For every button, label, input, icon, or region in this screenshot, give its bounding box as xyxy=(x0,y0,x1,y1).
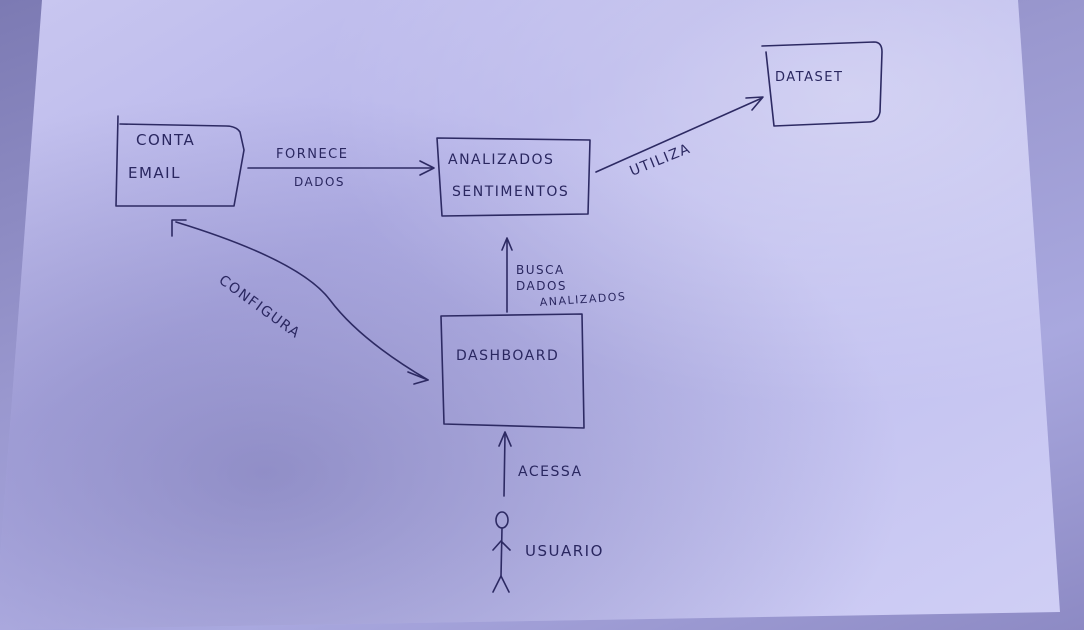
conta-email-node: CONTA EMAIL xyxy=(115,115,245,207)
actor-legs xyxy=(492,575,510,593)
dataset-node: DATASET xyxy=(761,41,883,127)
acessa-label: ACESSA xyxy=(518,464,583,480)
dashboard-node: DASHBOARD xyxy=(440,313,585,429)
usuario-actor: USUARIO xyxy=(492,511,604,593)
dataset-label: DATASET xyxy=(775,70,843,85)
dados-analizados-label-2: ANALIZADOS xyxy=(539,290,627,309)
actor-arms xyxy=(492,540,511,551)
actor-body xyxy=(500,527,503,577)
usuario-label: USUARIO xyxy=(525,542,604,560)
dashboard-label: DASHBOARD xyxy=(456,348,559,364)
dados-label: DADOS xyxy=(294,175,345,189)
edge-acessa: ACESSA xyxy=(498,431,583,497)
conta-email-label-line1: CONTA xyxy=(136,131,195,149)
busca-label: BUSCA xyxy=(516,263,565,277)
fornece-label: FORNECE xyxy=(276,147,348,162)
analizador-label-line2: SENTIMENTOS xyxy=(452,184,569,200)
analizador-label-line1: ANALIZADOS xyxy=(448,152,554,168)
analizador-sentimentos-node: ANALIZADOS SENTIMENTOS xyxy=(436,137,591,217)
edge-busca-dados: BUSCA DADOS ANALIZADOS xyxy=(501,237,627,313)
conta-email-label-line2: EMAIL xyxy=(128,164,181,182)
edge-fornece-dados: FORNECE DADOS xyxy=(247,147,435,189)
dados-analizados-label-1: DADOS xyxy=(516,279,567,293)
